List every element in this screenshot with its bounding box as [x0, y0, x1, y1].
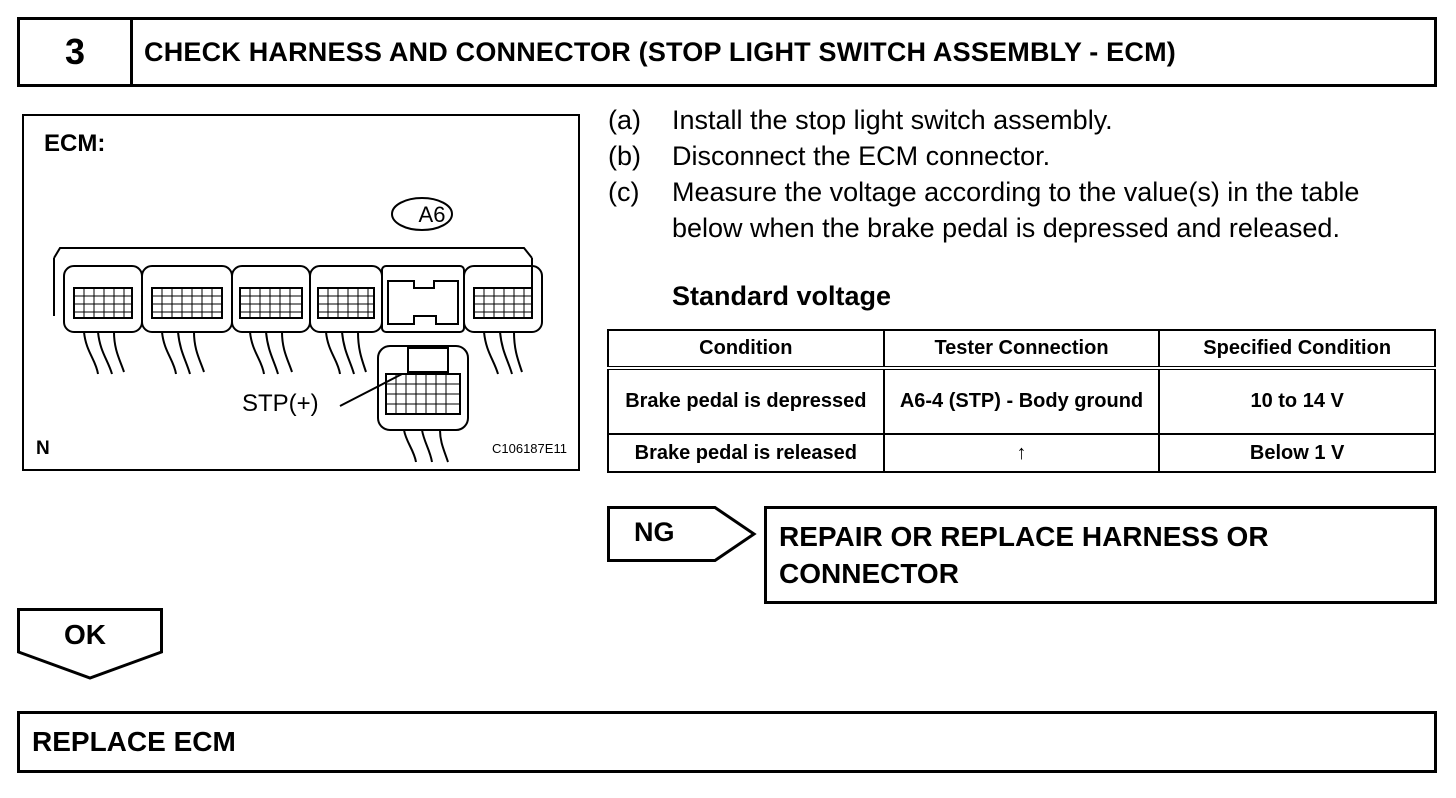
instruction-list: (a) Install the stop light switch assemb…: [608, 102, 1408, 246]
table-cell: A6-4 (STP) - Body ground: [882, 367, 1161, 435]
ng-label: NG: [634, 517, 675, 547]
ng-action-box: REPAIR OR REPLACE HARNESS OR CONNECTOR: [764, 506, 1437, 604]
ecm-connector-figure: ECM: A6 STP(+) N C106187E11: [22, 114, 580, 471]
instruction-item: (c) Measure the voltage according to the…: [608, 174, 1408, 246]
instruction-mark: (c): [608, 177, 640, 207]
figure-corner-mark: N: [36, 438, 50, 459]
instruction-text: Measure the voltage according to the val…: [672, 177, 1360, 243]
instruction-item: (a) Install the stop light switch assemb…: [608, 102, 1408, 138]
instruction-text: Disconnect the ECM connector.: [672, 141, 1051, 171]
instruction-mark: (a): [608, 105, 641, 135]
ng-arrow-tag: [607, 506, 757, 562]
table-cell: Brake pedal is depressed: [607, 367, 885, 435]
ok-action-text: REPLACE ECM: [32, 726, 236, 757]
figure-title: ECM:: [44, 130, 106, 157]
ng-action-text: REPAIR OR REPLACE HARNESS OR CONNECTOR: [779, 521, 1269, 589]
spec-table: Condition Tester Connection Specified Co…: [607, 329, 1436, 473]
instruction-item: (b) Disconnect the ECM connector.: [608, 138, 1408, 174]
table-cell: Below 1 V: [1158, 433, 1436, 473]
table-header-cell: Condition: [607, 329, 885, 370]
table-row: Brake pedal is depressed A6-4 (STP) - Bo…: [607, 367, 1436, 435]
standard-voltage-label: Standard voltage: [672, 281, 892, 311]
ok-action-box: REPLACE ECM: [17, 711, 1437, 773]
instruction-text: Install the stop light switch assembly.: [672, 105, 1113, 135]
table-cell: ↑: [882, 433, 1161, 473]
ok-label: OK: [64, 619, 106, 650]
step-header: 3 CHECK HARNESS AND CONNECTOR (STOP LIGH…: [17, 17, 1437, 87]
ecm-connector-drawing: [53, 197, 543, 463]
ok-arrow-tag: [17, 608, 163, 680]
table-row: Brake pedal is released ↑ Below 1 V: [607, 433, 1436, 473]
pin-label: STP(+): [242, 390, 319, 417]
connector-label: A6: [418, 202, 446, 227]
step-title: CHECK HARNESS AND CONNECTOR (STOP LIGHT …: [144, 36, 1176, 67]
step-number: 3: [20, 20, 133, 84]
instruction-mark: (b): [608, 141, 641, 171]
table-header-row: Condition Tester Connection Specified Co…: [607, 329, 1436, 370]
table-header-cell: Tester Connection: [882, 329, 1161, 370]
figure-code: C106187E11: [492, 441, 567, 456]
table-cell: Brake pedal is released: [607, 433, 885, 473]
table-cell: 10 to 14 V: [1158, 367, 1436, 435]
table-header-cell: Specified Condition: [1158, 329, 1436, 370]
